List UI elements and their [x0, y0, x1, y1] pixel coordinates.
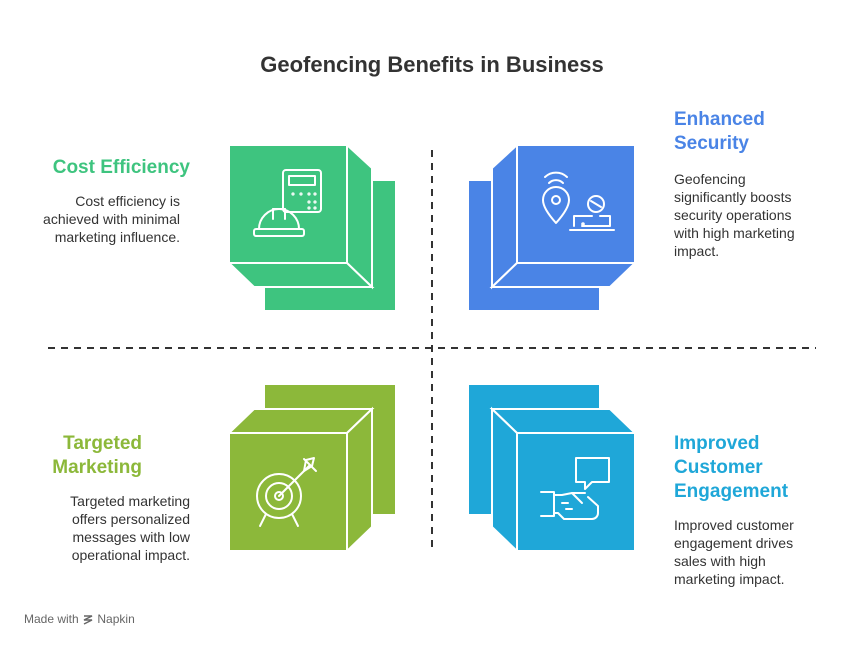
target-arrow-icon [256, 457, 317, 527]
napkin-watermark: Made with Napkin [24, 611, 135, 626]
quadrant-description-enhanced-security: Geofencing significantly boosts security… [674, 171, 795, 259]
napkin-logo-icon [83, 615, 93, 625]
cube-targeted-marketing [226, 385, 395, 554]
diagram-title: Geofencing Benefits in Business [260, 52, 604, 77]
quadrant-title-cost-efficiency: Cost Efficiency [52, 157, 190, 178]
quadrant-title-enhanced-security: Enhanced Security [674, 109, 765, 154]
handshake-chat-icon [540, 457, 610, 520]
quadrant-title-targeted-marketing: Targeted Marketing [52, 433, 142, 478]
cube-enhanced-security [469, 142, 638, 310]
quadrant-title-improved-customer-engagement: Improved Customer Engagement [674, 433, 789, 502]
location-security-icon [542, 171, 615, 231]
napkin-brand-label: Napkin [97, 611, 135, 626]
quadrant-description-cost-efficiency: Cost efficiency is achieved with minimal… [43, 193, 180, 245]
cube-cost-efficiency [226, 142, 395, 310]
calculator-hardhat-icon [253, 169, 322, 237]
quadrant-description-targeted-marketing: Targeted marketing offers personalized m… [70, 493, 190, 563]
made-with-label: Made with [24, 611, 79, 626]
cube-improved-customer-engagement [469, 385, 638, 554]
quadrant-description-improved-customer-engagement: Improved customer engagement drives sale… [674, 517, 794, 587]
